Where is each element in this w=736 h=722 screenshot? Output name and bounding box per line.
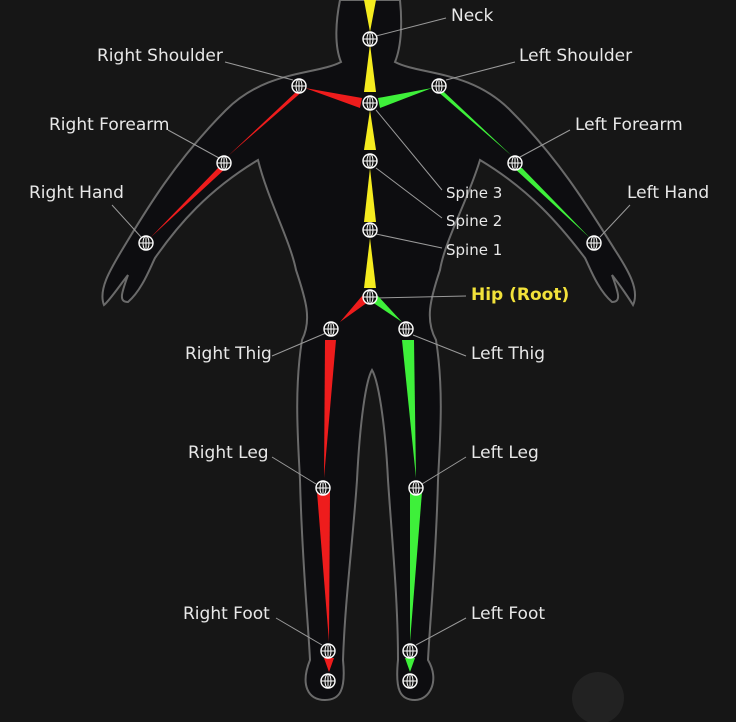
joint-left-thig-globe-joint-icon bbox=[398, 321, 414, 337]
label-left-forearm: Left Forearm bbox=[575, 115, 683, 135]
spine-bones bbox=[364, 0, 376, 288]
label-right-shoulder: Right Shoulder bbox=[97, 46, 223, 66]
label-spine-3: Spine 3 bbox=[446, 184, 503, 202]
right-bones bbox=[150, 88, 368, 672]
joint-right-forearm-globe-joint-icon bbox=[216, 155, 232, 171]
joint-right-leg-globe-joint-icon bbox=[315, 480, 331, 496]
joint-right-toe-globe-joint-icon bbox=[320, 673, 336, 689]
label-spine-2: Spine 2 bbox=[446, 212, 503, 230]
label-left-leg: Left Leg bbox=[471, 443, 539, 463]
joint-neck-globe-joint-icon bbox=[362, 31, 378, 47]
label-left-hand: Left Hand bbox=[627, 183, 710, 203]
label-hip-root: Hip (Root) bbox=[471, 285, 570, 305]
joint-right-hand-globe-joint-icon bbox=[138, 235, 154, 251]
joint-spine2-globe-joint-icon bbox=[362, 153, 378, 169]
label-right-foot: Right Foot bbox=[183, 604, 270, 624]
joint-left-foot-globe-joint-icon bbox=[402, 643, 418, 659]
joint-left-leg-globe-joint-icon bbox=[408, 480, 424, 496]
label-right-forearm: Right Forearm bbox=[49, 115, 170, 135]
left-bones bbox=[372, 88, 590, 672]
label-right-thig: Right Thig bbox=[185, 344, 272, 364]
joint-right-foot-globe-joint-icon bbox=[320, 643, 336, 659]
label-left-foot: Left Foot bbox=[471, 604, 546, 624]
body-silhouette bbox=[101, 0, 636, 702]
joint-left-hand-globe-joint-icon bbox=[586, 235, 602, 251]
joint-spine3-globe-joint-icon bbox=[362, 95, 378, 111]
joint-right-thig-globe-joint-icon bbox=[323, 321, 339, 337]
joints bbox=[138, 31, 602, 689]
joint-spine1-globe-joint-icon bbox=[362, 222, 378, 238]
joint-left-toe-globe-joint-icon bbox=[402, 673, 418, 689]
joint-left-forearm-globe-joint-icon bbox=[507, 155, 523, 171]
joint-right-shoulder-globe-joint-icon bbox=[291, 78, 307, 94]
label-right-hand: Right Hand bbox=[29, 183, 124, 203]
label-spine-1: Spine 1 bbox=[446, 241, 503, 259]
joint-hip-globe-joint-icon bbox=[362, 289, 378, 305]
label-left-thig: Left Thig bbox=[471, 344, 546, 364]
shadow-blob bbox=[572, 672, 624, 722]
label-left-shoulder: Left Shoulder bbox=[519, 46, 633, 66]
joint-left-shoulder-globe-joint-icon bbox=[431, 78, 447, 94]
label-neck: Neck bbox=[451, 6, 494, 26]
label-right-leg: Right Leg bbox=[188, 443, 269, 463]
leader-lines bbox=[111, 17, 631, 646]
